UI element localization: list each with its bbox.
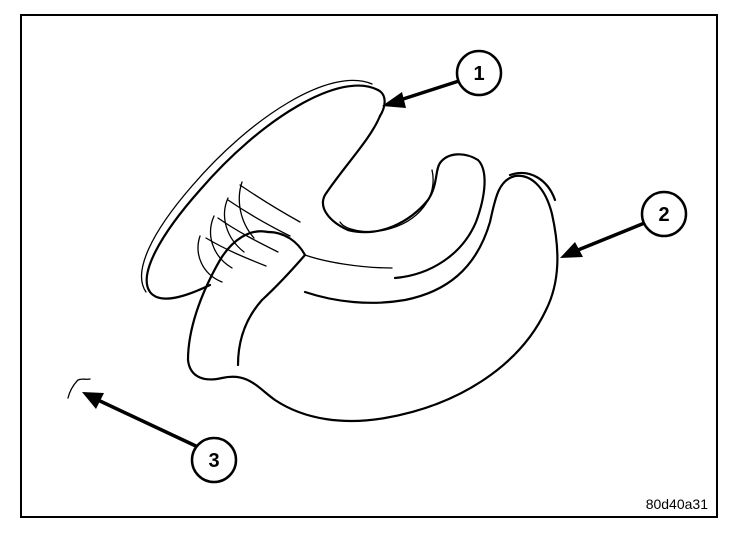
callout-2-label: 2 [658, 204, 669, 226]
callout-1: 1 [455, 49, 503, 97]
main-u-body [186, 171, 559, 423]
callout-1-label: 1 [473, 63, 484, 85]
leader-3 [82, 392, 200, 449]
callout-2: 2 [640, 190, 688, 238]
callout-3-label: 3 [208, 450, 219, 472]
neck-ribs [197, 181, 301, 283]
callout-3: 3 [190, 436, 238, 484]
leader-1 [382, 78, 464, 108]
flange-rim [141, 79, 386, 300]
inner-u-body [322, 114, 486, 280]
figure-frame [20, 14, 718, 518]
figure-id: 80d40a31 [645, 496, 708, 512]
hair-wire [67, 378, 91, 399]
leader-2 [560, 220, 649, 258]
